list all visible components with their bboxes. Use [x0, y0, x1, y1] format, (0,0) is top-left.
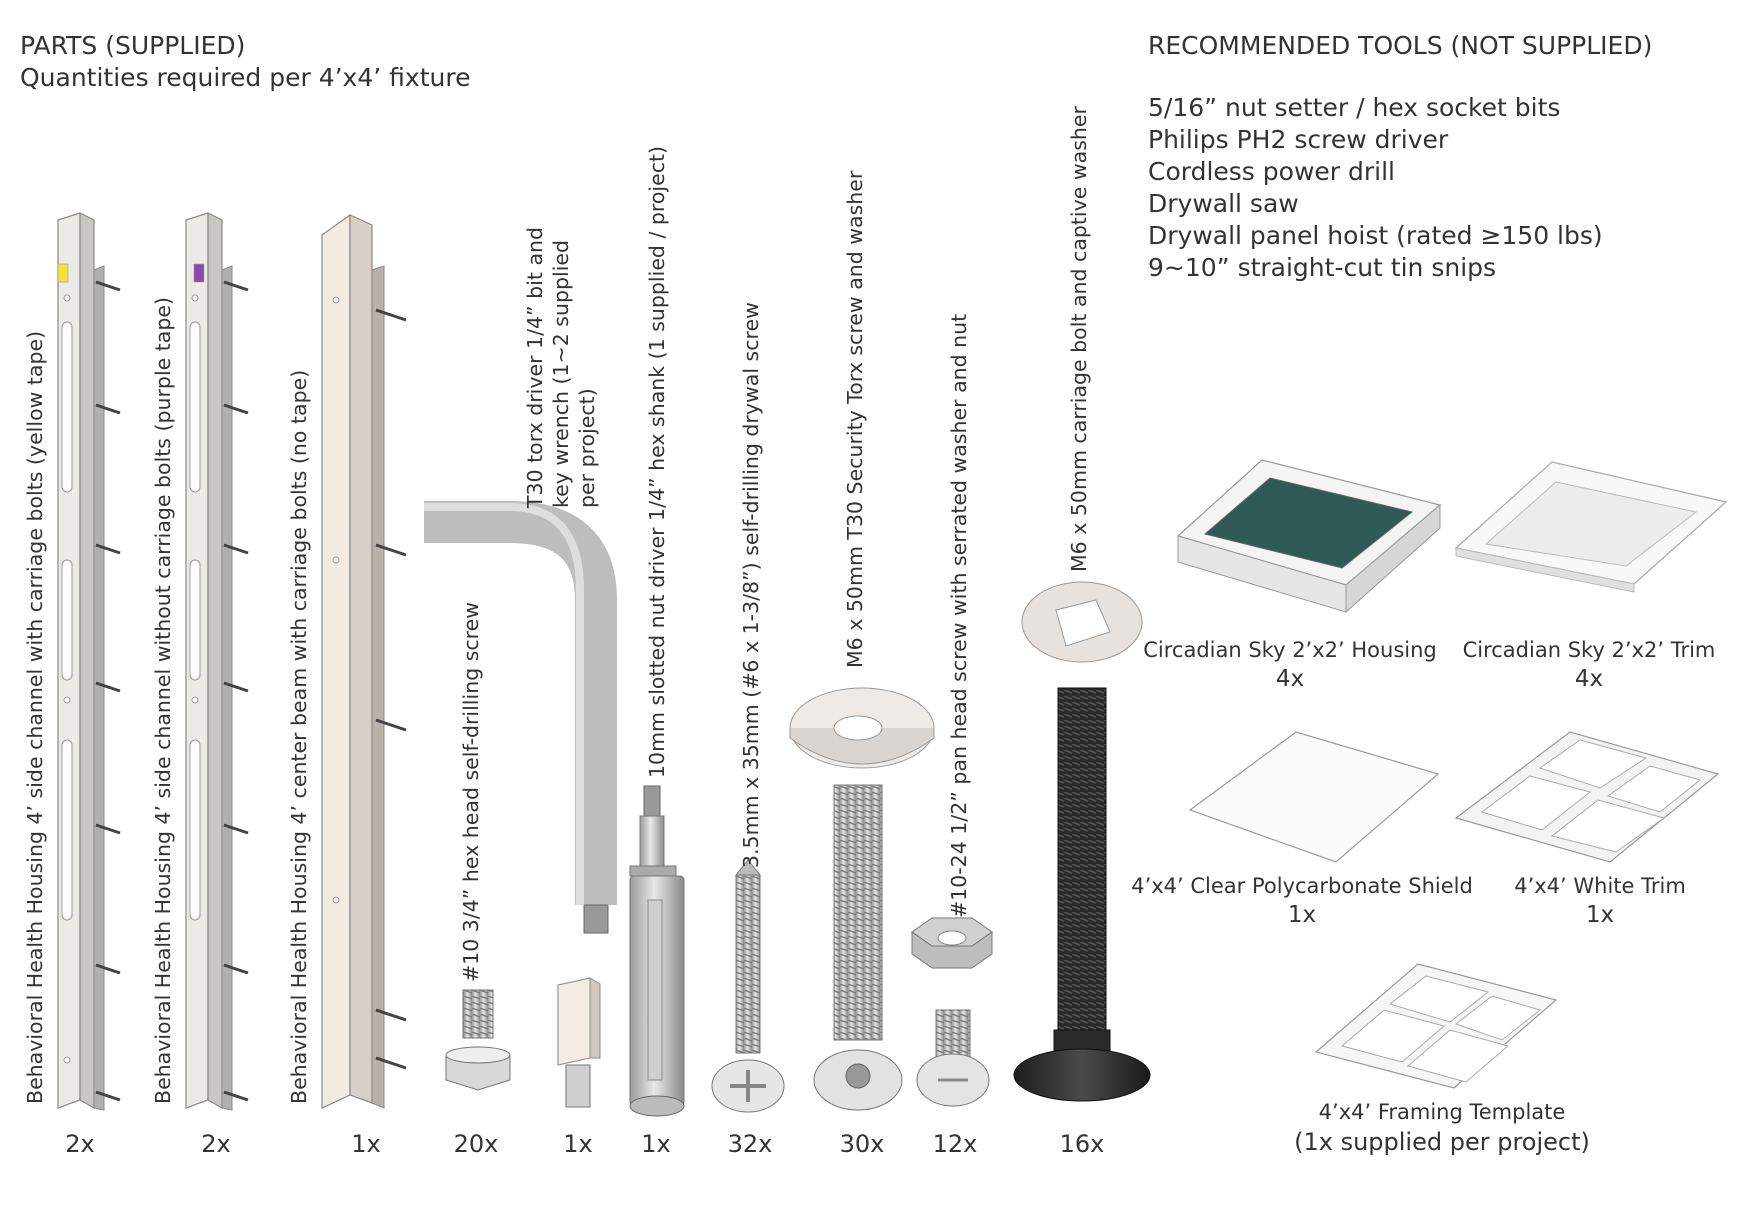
t30-bit — [557, 977, 601, 1108]
parts-subtitle: Quantities required per 4’x4’ fixture — [20, 63, 471, 92]
caption-polycarbonate-shield: 4’x4’ Clear Polycarbonate Shield 1x — [1122, 874, 1482, 928]
housing-2x2 — [1176, 459, 1442, 614]
caption-name: 4’x4’ Clear Polycarbonate Shield — [1131, 874, 1473, 898]
carriage-bolt — [1013, 581, 1151, 1102]
tool-item: Philips PH2 screw driver — [1148, 125, 1449, 154]
label-nut-driver: 10mm slotted nut driver 1/4” hex shank (… — [645, 145, 669, 778]
qty-side-channel-purple: 2x — [201, 1130, 231, 1158]
tool-item: Drywall saw — [1148, 189, 1299, 218]
security-screw-and-washer — [789, 687, 935, 1111]
caption-qty: 4x — [1574, 666, 1604, 692]
qty-hex-head-screw: 20x — [453, 1130, 499, 1158]
label-pan-head-screw: #10-24 1/2” pan head screw with serrated… — [947, 313, 971, 918]
polycarbonate-shield — [1188, 731, 1440, 863]
caption-white-trim-4x4: 4’x4’ White Trim 1x — [1490, 874, 1710, 928]
caption-trim-2x2: Circadian Sky 2’x2’ Trim 4x — [1439, 638, 1739, 692]
qty-pan-head-screw: 12x — [932, 1130, 978, 1158]
hex-head-screw — [445, 989, 511, 1091]
caption-housing-2x2: Circadian Sky 2’x2’ Housing 4x — [1140, 638, 1440, 692]
tool-item: 9~10” straight-cut tin snips — [1148, 253, 1497, 282]
qty-carriage-bolt: 16x — [1059, 1130, 1105, 1158]
label-torx-driver: T30 torx driver 1/4” bit and key wrench … — [523, 226, 599, 508]
center-beam — [321, 213, 407, 1109]
caption-framing-template: 4’x4’ Framing Template (1x supplied per … — [1262, 1100, 1622, 1156]
qty-center-beam: 1x — [351, 1130, 381, 1158]
caption-name: 4’x4’ White Trim — [1514, 874, 1686, 898]
tool-item: 5/16” nut setter / hex socket bits — [1148, 93, 1561, 122]
parts-title: PARTS (SUPPLIED) — [20, 31, 246, 60]
label-side-channel-yellow: Behavioral Health Housing 4’ side channe… — [23, 330, 47, 1104]
drywall-screw — [711, 859, 785, 1113]
label-hex-head-screw: #10 3/4” hex head self-drilling screw — [459, 601, 483, 982]
tools-list: 5/16” nut setter / hex socket bits Phili… — [1148, 92, 1603, 284]
trim-2x2 — [1454, 461, 1728, 593]
side-channel-purple — [185, 212, 249, 1111]
caption-qty: 1x — [1585, 902, 1615, 928]
caption-qty: (1x supplied per project) — [1294, 1128, 1590, 1156]
label-center-beam: Behavioral Health Housing 4’ center beam… — [287, 369, 311, 1104]
tool-item: Cordless power drill — [1148, 157, 1395, 186]
white-trim-4x4 — [1454, 731, 1720, 863]
label-drywall-screw: 3.5mm x 35mm (#6 x 1-3/8”) self-drilling… — [739, 302, 763, 868]
caption-qty: 4x — [1275, 666, 1305, 692]
tool-item: Drywall panel hoist (rated ≥150 lbs) — [1148, 221, 1603, 250]
tools-title: RECOMMENDED TOOLS (NOT SUPPLIED) — [1148, 31, 1653, 60]
label-carriage-bolt: M6 x 50mm carriage bolt and captive wash… — [1067, 106, 1091, 572]
torx-key-wrench — [424, 501, 617, 934]
label-side-channel-purple: Behavioral Health Housing 4’ side channe… — [151, 297, 175, 1104]
qty-nut-driver: 1x — [641, 1130, 671, 1158]
caption-name: Circadian Sky 2’x2’ Housing — [1143, 638, 1437, 662]
caption-name: Circadian Sky 2’x2’ Trim — [1462, 638, 1716, 662]
caption-qty: 1x — [1287, 902, 1317, 928]
side-channel-yellow — [57, 212, 121, 1111]
qty-security-screw: 30x — [839, 1130, 885, 1158]
qty-side-channel-yellow: 2x — [65, 1130, 95, 1158]
framing-template — [1314, 963, 1558, 1089]
qty-torx-driver: 1x — [563, 1130, 593, 1158]
label-security-screw: M6 x 50mm T30 Security Torx screw and wa… — [843, 170, 867, 668]
pan-head-screw-and-nut — [911, 917, 993, 1107]
caption-name: 4’x4’ Framing Template — [1318, 1100, 1566, 1124]
qty-drywall-screw: 32x — [727, 1130, 773, 1158]
nut-driver — [629, 785, 685, 1117]
